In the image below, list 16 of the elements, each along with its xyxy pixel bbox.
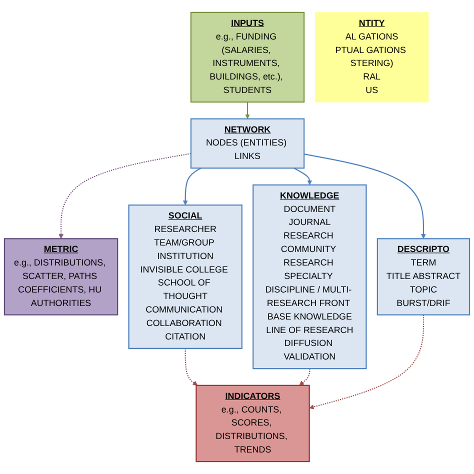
node-box: KNOWLEDGE DOCUMENT JOURNAL RESEARCH COMMUNITY RESEARCH SPECIALTY DISCIPLINE / MULTI- RESEARCH FRONT BASE KNOWLEDGE LINE OF RESEARCH DIFFUSION VALIDATION — [252, 184, 367, 370]
arrow — [182, 168, 202, 206]
node-box: SOCIAL RESEARCHER TEAM/GROUP INSTITUTION INVISIBLE COLLEGE SCHOOL OF THOUGHT COMMUNICATION COLLABORATION CITATION — [128, 204, 242, 349]
arrow — [304, 154, 426, 239]
arrow — [58, 152, 192, 239]
arrow — [299, 368, 310, 386]
arrow — [294, 168, 312, 186]
arrow — [309, 314, 424, 410]
arrow — [245, 102, 250, 120]
node-box: DESCRIPTO TERM TITLE ABSTRACT TOPIC BURST/DRIF — [376, 238, 470, 316]
node-box: NTITY AL GATIONS PTUAL GATIONS STERING) RAL US — [314, 12, 429, 102]
node-box: INDICATORS e.g., COUNTS, SCORES, DISTRIBUTIONS, TRENDS — [196, 384, 310, 462]
node-box: METRIC e.g., DISTRIBUTIONS, SCATTER, PATHS COEFFICIENTS, HU AUTHORITIES — [4, 238, 118, 316]
node-box: INPUTS e.g., FUNDING (SALARIES, INSTRUMENTS, BUILDINGS, etc.), STUDENTS — [190, 12, 305, 103]
arrow — [184, 348, 198, 386]
node-box: NETWORK NODES (ENTITIES) LINKS — [190, 118, 305, 169]
